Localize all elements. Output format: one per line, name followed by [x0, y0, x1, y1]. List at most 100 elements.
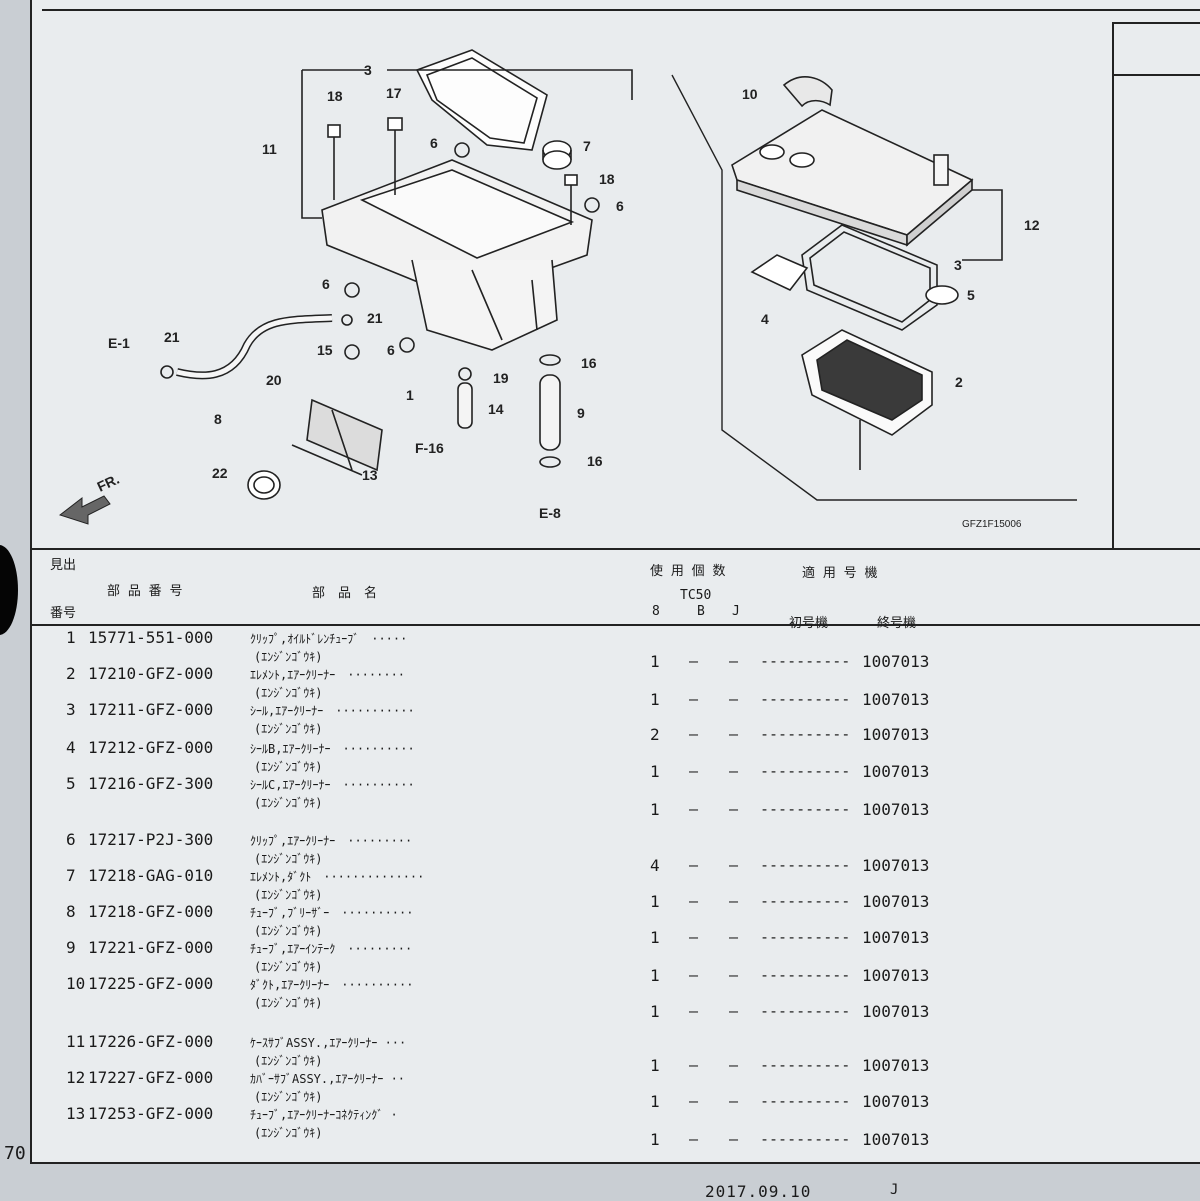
- qty-b: –: [689, 690, 699, 708]
- row-part-name: ｸﾘｯﾌﾟ,ｵｲﾙﾄﾞﾚﾝﾁｭｰﾌﾞ ·····: [250, 632, 408, 646]
- row-part-number: 17227-GFZ-000: [88, 1068, 214, 1087]
- front-label: FR.: [95, 471, 122, 495]
- row-part-number: 17217-P2J-300: [88, 830, 214, 849]
- callout-6: 6: [430, 135, 438, 151]
- row-part-name: ｴﾚﾒﾝﾄ,ｴｱｰｸﾘｰﾅｰ ········: [250, 668, 406, 682]
- first-unit: ----------: [760, 892, 851, 910]
- air-cleaner-exploded-view: 3 18 17 11 6 7 18 6 6 21 21 15 6 20 1 8 …: [42, 9, 1200, 530]
- table-header: 見出 番号 部 品 番 号 部 品 名 使 用 個 数 TC50 8 B J 適…: [32, 550, 1200, 631]
- first-unit: ----------: [760, 652, 851, 670]
- qty-8: 1: [650, 1130, 660, 1149]
- callout-4: 4: [761, 311, 769, 327]
- callout-20: 20: [266, 372, 282, 388]
- row-part-name: ﾁｭｰﾌﾞ,ｴｱｰｸﾘｰﾅｰｺﾈｸﾃｨﾝｸﾞ ·: [250, 1108, 398, 1122]
- callout-16: 16: [581, 355, 597, 371]
- qty-b: –: [689, 928, 699, 946]
- qty-b: –: [689, 1092, 699, 1110]
- row-part-sub: (ｴﾝｼﾞﾝｺﾞｳｷ): [254, 650, 323, 664]
- qty-j: –: [729, 800, 739, 818]
- qty-j: –: [729, 725, 739, 743]
- row-part-sub: (ｴﾝｼﾞﾝｺﾞｳｷ): [254, 1054, 323, 1068]
- row-index: 5: [66, 774, 76, 793]
- qty-j: –: [729, 892, 739, 910]
- last-unit: 1007013: [862, 856, 930, 875]
- callout-8: 8: [214, 411, 222, 427]
- header-applicable: 適 用 号 機: [802, 566, 878, 581]
- qty-8: 1: [650, 1056, 660, 1075]
- callout-17: 17: [386, 85, 402, 101]
- callout-6: 6: [322, 276, 330, 292]
- row-part-name: ｼｰﾙ,ｴｱｰｸﾘｰﾅｰ ···········: [250, 704, 415, 718]
- qty-8: 1: [650, 892, 660, 911]
- callout-16: 16: [587, 453, 603, 469]
- binder-hole: [0, 545, 18, 635]
- row-part-name: ｼｰﾙC,ｴｱｰｸﾘｰﾅｰ ··········: [250, 778, 415, 792]
- last-unit: 1007013: [862, 725, 930, 744]
- exploded-diagram: 3 18 17 11 6 7 18 6 6 21 21 15 6 20 1 8 …: [32, 0, 1200, 548]
- qty-b: –: [689, 800, 699, 818]
- callout-12: 12: [1024, 217, 1040, 233]
- first-unit: ----------: [760, 1092, 851, 1110]
- row-part-sub: (ｴﾝｼﾞﾝｺﾞｳｷ): [254, 796, 323, 810]
- qty-j: –: [729, 762, 739, 780]
- header-col-j: J: [732, 604, 740, 619]
- row-part-number: 17253-GFZ-000: [88, 1104, 214, 1123]
- callout-3: 3: [364, 62, 372, 78]
- qty-j: –: [729, 652, 739, 670]
- callout-18: 18: [599, 171, 615, 187]
- row-part-sub: (ｴﾝｼﾞﾝｺﾞｳｷ): [254, 722, 323, 736]
- qty-8: 1: [650, 762, 660, 781]
- last-unit: 1007013: [862, 1056, 930, 1075]
- callout-3: 3: [954, 257, 962, 273]
- row-index: 8: [66, 902, 76, 921]
- first-unit: ----------: [760, 856, 851, 874]
- header-col-b: B: [697, 604, 705, 619]
- qty-8: 1: [650, 690, 660, 709]
- row-part-sub: (ｴﾝｼﾞﾝｺﾞｳｷ): [254, 960, 323, 974]
- issue-date: 2017.09.10: [705, 1182, 812, 1201]
- qty-b: –: [689, 966, 699, 984]
- row-part-name: ｹｰｽｻﾌﾞASSY.,ｴｱｰｸﾘｰﾅｰ ···: [250, 1036, 407, 1050]
- callout-13: 13: [362, 467, 378, 483]
- qty-j: –: [729, 1130, 739, 1148]
- callout-14: 14: [488, 401, 504, 417]
- row-part-name: ｼｰﾙB,ｴｱｰｸﾘｰﾅｰ ··········: [250, 742, 415, 756]
- header-first-unit: 初号機: [789, 616, 829, 631]
- front-direction-arrow: [58, 495, 111, 525]
- callout-22: 22: [212, 465, 228, 481]
- qty-8: 1: [650, 652, 660, 671]
- row-part-name: ﾁｭｰﾌﾞ,ｴｱｰｲﾝﾃｰｸ ·········: [250, 942, 413, 956]
- row-index: 10: [66, 974, 86, 993]
- qty-j: –: [729, 690, 739, 708]
- row-part-number: 17225-GFZ-000: [88, 974, 214, 993]
- row-part-sub: (ｴﾝｼﾞﾝｺﾞｳｷ): [254, 686, 323, 700]
- last-unit: 1007013: [862, 1130, 930, 1149]
- header-midashi: 見出: [50, 558, 77, 573]
- last-unit: 1007013: [862, 928, 930, 947]
- ref-e1: E-1: [108, 335, 130, 351]
- callout-9: 9: [577, 405, 585, 421]
- row-index: 12: [66, 1068, 86, 1087]
- page-number: 70: [4, 1143, 26, 1164]
- ref-e8: E-8: [539, 505, 561, 521]
- title-box: [1112, 22, 1200, 550]
- last-unit: 1007013: [862, 966, 930, 985]
- row-index: 9: [66, 938, 76, 957]
- callout-6: 6: [387, 342, 395, 358]
- row-part-number: 17216-GFZ-300: [88, 774, 214, 793]
- first-unit: ----------: [760, 690, 851, 708]
- diagram-code: GFZ1F15006: [962, 519, 1022, 530]
- last-unit: 1007013: [862, 762, 930, 781]
- row-part-name: ｶﾊﾞｰｻﾌﾞASSY.,ｴｱｰｸﾘｰﾅｰ ··: [250, 1072, 406, 1086]
- callout-7: 7: [583, 138, 591, 154]
- qty-b: –: [689, 1002, 699, 1020]
- qty-b: –: [689, 1130, 699, 1148]
- row-part-name: ｸﾘｯﾌﾟ,ｴｱｰｸﾘｰﾅｰ ·········: [250, 834, 413, 848]
- first-unit: ----------: [760, 1130, 851, 1148]
- header-col-8: 8: [652, 604, 660, 619]
- qty-j: –: [729, 966, 739, 984]
- last-unit: 1007013: [862, 690, 930, 709]
- row-part-sub: (ｴﾝｼﾞﾝｺﾞｳｷ): [254, 1126, 323, 1140]
- row-part-name: ﾁｭｰﾌﾞ,ﾌﾞﾘｰｻﾞｰ ··········: [250, 906, 414, 920]
- qty-8: 4: [650, 856, 660, 875]
